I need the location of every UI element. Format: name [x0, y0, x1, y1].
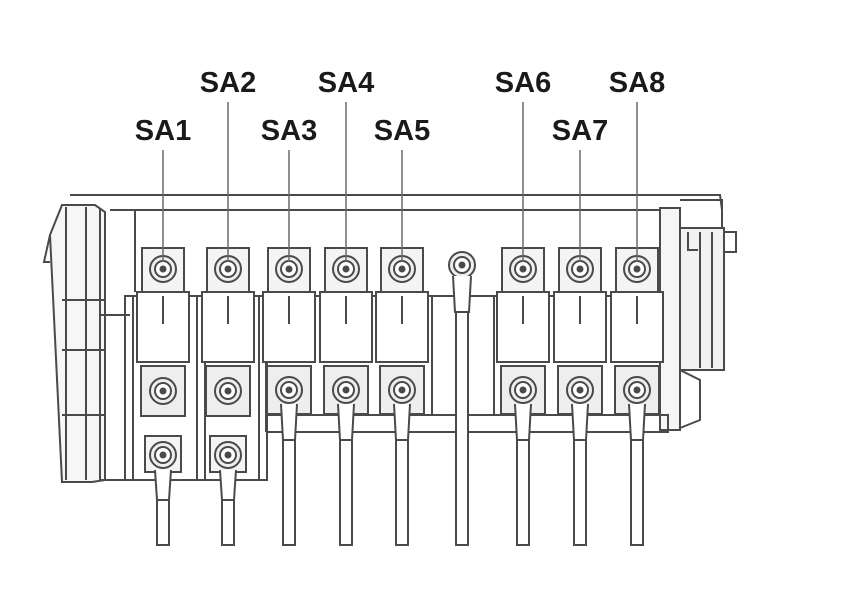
- terminal-bolt: [566, 255, 594, 283]
- cable-lug-bolt: [214, 441, 242, 469]
- feed-terminal: [448, 251, 476, 546]
- terminal-bolt: [388, 376, 416, 404]
- cable: [221, 499, 235, 546]
- fuse-sa4: [319, 247, 373, 546]
- terminal-bolt: [214, 377, 242, 405]
- feed-bolt: [448, 251, 476, 279]
- fuse-sa1: [136, 247, 190, 546]
- cable: [573, 439, 587, 546]
- cable: [156, 499, 170, 546]
- fuse-sa5: [375, 247, 429, 546]
- terminal-bolt: [214, 255, 242, 283]
- cable: [395, 439, 409, 546]
- fuse-sa8: [610, 247, 664, 546]
- fuse-label: SA3: [261, 115, 317, 147]
- fuse-sa2: [201, 247, 255, 546]
- fuse-sa7: [553, 247, 607, 546]
- fuse-label: SA7: [552, 115, 608, 147]
- terminal-bolt: [566, 376, 594, 404]
- fuse-label: SA4: [318, 67, 374, 99]
- terminal-bolt: [509, 376, 537, 404]
- terminal-bolt: [332, 376, 360, 404]
- cable-lug-bolt: [149, 441, 177, 469]
- fuse-label: SA1: [135, 115, 191, 147]
- fuse-label: SA2: [200, 67, 256, 99]
- cable: [339, 439, 353, 546]
- fuse-label: SA5: [374, 115, 430, 147]
- terminal-bolt: [149, 377, 177, 405]
- terminal-bolt: [509, 255, 537, 283]
- terminal-bolt: [149, 255, 177, 283]
- terminal-bolt: [623, 255, 651, 283]
- terminal-bolt: [275, 255, 303, 283]
- cable: [516, 439, 530, 546]
- cable: [630, 439, 644, 546]
- cable: [455, 311, 469, 546]
- left-end-cap: [42, 204, 106, 483]
- fuse-sa6: [496, 247, 550, 546]
- fuse-sa3: [262, 247, 316, 546]
- terminal-bolt: [623, 376, 651, 404]
- fuse-label: SA6: [495, 67, 551, 99]
- right-end-block: [659, 199, 737, 431]
- cable: [282, 439, 296, 546]
- terminal-bolt: [275, 376, 303, 404]
- fuse-label: SA8: [609, 67, 665, 99]
